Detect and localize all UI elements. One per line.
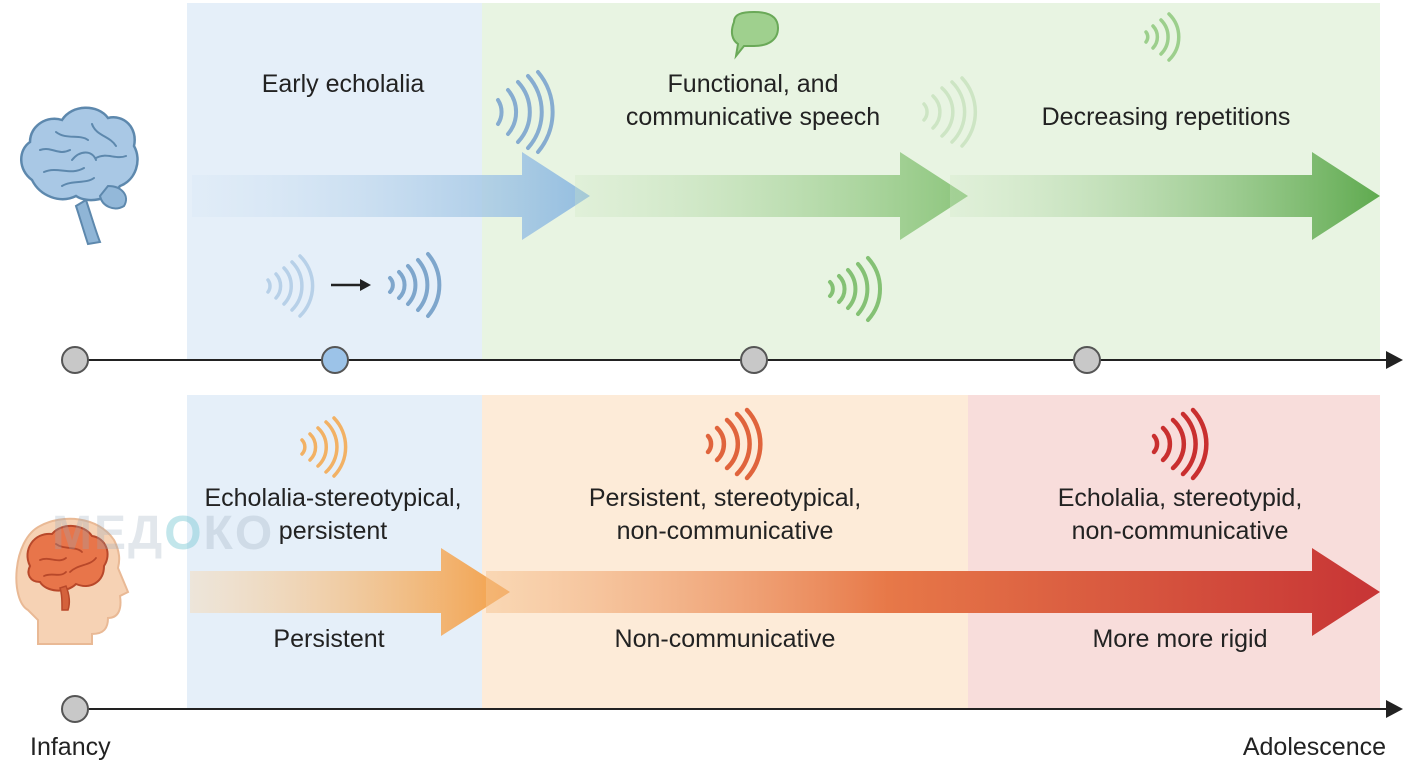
axis-start-label: Infancy	[30, 733, 111, 761]
label-early-echolalia: Early echolalia	[261, 70, 425, 98]
label-echolalia-stereotypid: Echolalia, stereotypid, non-communicativ…	[1057, 484, 1303, 545]
sound-wave-icon	[1144, 12, 1181, 62]
sound-wave-icon	[266, 254, 315, 318]
panel-atypical-red	[968, 395, 1380, 708]
top-node-start	[61, 346, 89, 374]
top-node-early	[321, 346, 349, 374]
top-node-mid	[740, 346, 768, 374]
sound-wave-icon	[828, 256, 882, 322]
label-non-communicative: Non-communicative	[614, 625, 836, 653]
arrow-rigid	[486, 548, 1380, 636]
label-echolalia-stereotypical: Echolalia-stereotypical, persistent	[204, 484, 462, 545]
label-persistent-stereotypical: Persistent, stereotypical, non-communica…	[588, 484, 862, 545]
sound-wave-icon	[388, 252, 442, 318]
bottom-timeline-arrowhead	[1386, 700, 1403, 718]
label-more-rigid: More more rigid	[1092, 625, 1268, 653]
label-functional-speech: Functional, and communicative speech	[625, 70, 881, 131]
arrow-persistent	[190, 548, 510, 636]
watermark-logo: МЕДОКО	[52, 507, 275, 560]
top-timeline-arrowhead	[1386, 351, 1403, 369]
arrow-early-echolalia	[192, 152, 590, 240]
arrow-functional-speech	[575, 152, 968, 240]
arrow-decreasing-repetitions	[950, 152, 1380, 240]
sound-wave-icon	[496, 70, 555, 154]
sound-wave-icon	[1151, 407, 1209, 481]
label-persistent: Persistent	[273, 625, 385, 653]
speech-bubble-icon	[730, 10, 780, 60]
top-node-late	[1073, 346, 1101, 374]
sound-wave-icon	[300, 416, 348, 478]
panel-atypical-blue	[187, 395, 482, 708]
arrow-right-icon	[331, 279, 371, 291]
sound-wave-icon	[922, 76, 978, 148]
label-decreasing-repetitions: Decreasing repetitions	[1041, 103, 1291, 131]
child-head-brain-icon	[15, 517, 130, 645]
brain-icon	[20, 106, 139, 246]
sound-wave-icon	[705, 407, 763, 481]
bottom-node-start	[61, 695, 89, 723]
axis-end-label: Adolescence	[1242, 733, 1386, 761]
